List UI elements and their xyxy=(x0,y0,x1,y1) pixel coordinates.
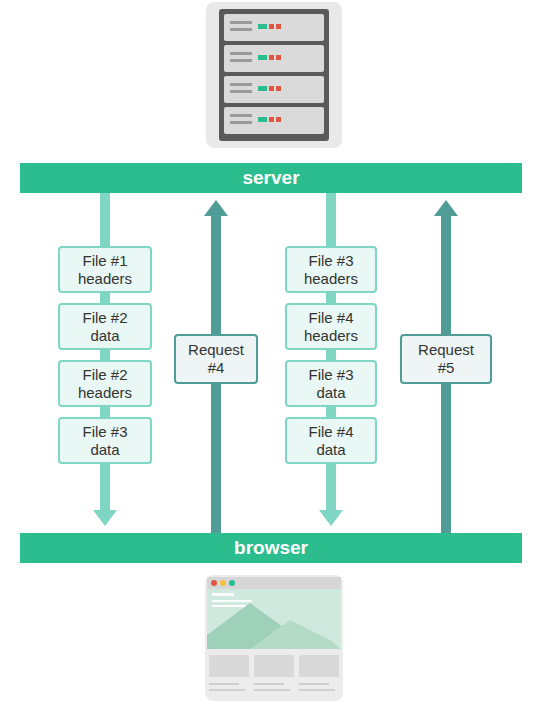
endpoint-band: browser xyxy=(20,533,522,563)
box-label: Request #5 xyxy=(408,341,484,377)
band-label: browser xyxy=(234,537,308,559)
band-label: server xyxy=(242,167,299,189)
box-label: Request #4 xyxy=(182,341,250,377)
response-frame: File #3 data xyxy=(285,360,377,407)
response-frame: File #2 headers xyxy=(58,360,152,407)
request-box: Request #4 xyxy=(174,334,258,384)
box-label: File #3 data xyxy=(70,423,140,459)
response-frame: File #1 headers xyxy=(58,246,152,293)
response-frame: File #3 data xyxy=(58,417,152,464)
box-label: File #1 headers xyxy=(70,252,140,288)
box-label: File #2 headers xyxy=(70,366,140,402)
box-label: File #4 headers xyxy=(297,309,365,345)
response-frame: File #2 data xyxy=(58,303,152,350)
response-frame: File #4 headers xyxy=(285,303,377,350)
response-frame: File #3 headers xyxy=(285,246,377,293)
endpoint-band: server xyxy=(20,163,522,193)
response-frame: File #4 data xyxy=(285,417,377,464)
box-label: File #3 headers xyxy=(297,252,365,288)
server-rack-illustration xyxy=(206,2,342,148)
box-label: File #2 data xyxy=(70,309,140,345)
box-label: File #3 data xyxy=(297,366,365,402)
box-label: File #4 data xyxy=(297,423,365,459)
browser-window-illustration xyxy=(205,575,343,701)
request-box: Request #5 xyxy=(400,334,492,384)
